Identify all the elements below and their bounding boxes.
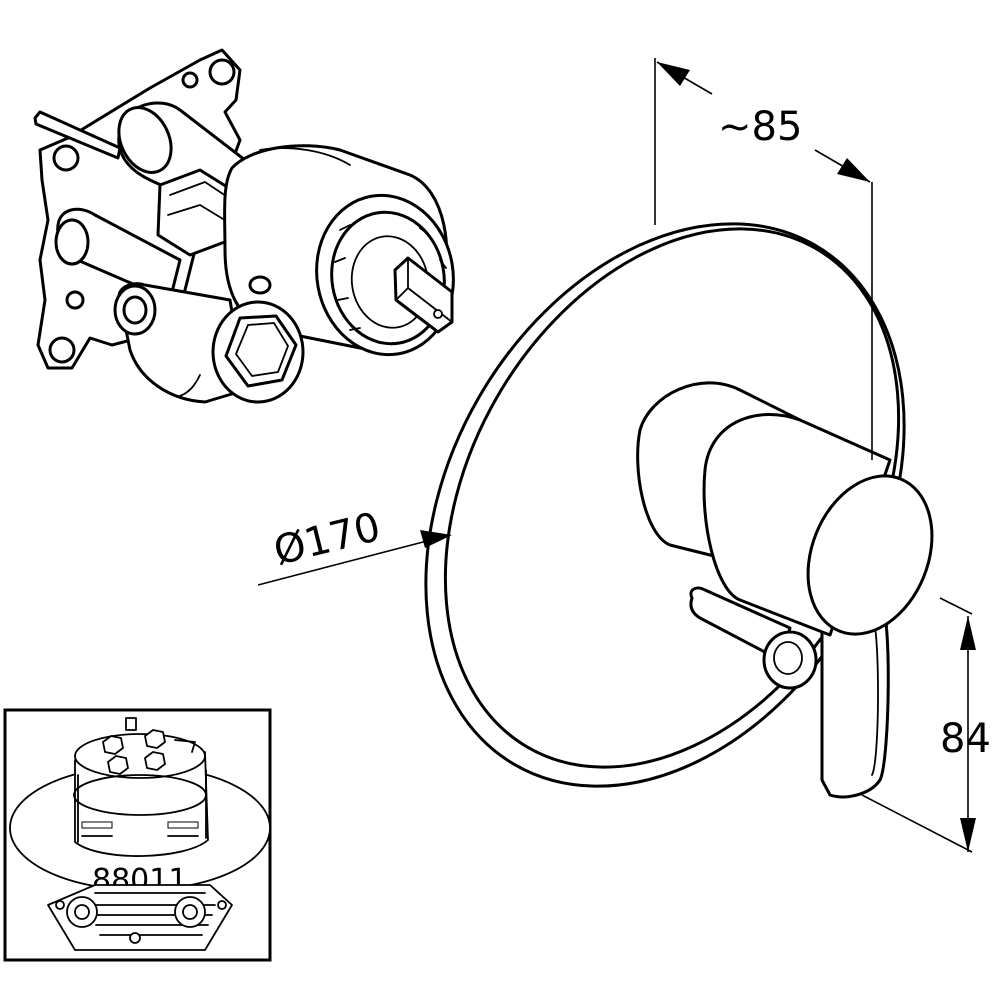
plate-screw-hole: [208, 58, 236, 86]
rough-in-inset: 88011: [3, 708, 272, 962]
rough-in-valve-body: [33, 48, 455, 404]
inlet-pipe-end: [54, 218, 90, 266]
dimension-arrow: [657, 62, 690, 86]
dimension-arrow: [837, 158, 870, 182]
height-label: 84: [940, 716, 991, 762]
plate-screw-hole: [48, 336, 76, 364]
plate-screw-hole: [181, 71, 199, 89]
collar-ring: [117, 106, 173, 174]
inset-hex-fittings: [102, 717, 196, 775]
trim-assembly: [424, 222, 934, 799]
depth-dimension: ~85: [654, 58, 873, 460]
back-spindle: [33, 110, 122, 160]
dimension-arrow: [960, 818, 976, 852]
cylinder-port: [248, 275, 272, 295]
plate-screw-hole: [65, 290, 85, 310]
plate-screw-hole: [52, 144, 80, 172]
handle-cap: [806, 474, 934, 636]
diameter-label: Ø170: [269, 504, 385, 575]
height-dimension: 84: [861, 597, 991, 853]
diameter-dimension: Ø170: [257, 504, 452, 586]
depth-label: ~85: [718, 104, 802, 150]
dimension-arrow: [960, 616, 976, 650]
dimension-arrow: [420, 530, 452, 548]
